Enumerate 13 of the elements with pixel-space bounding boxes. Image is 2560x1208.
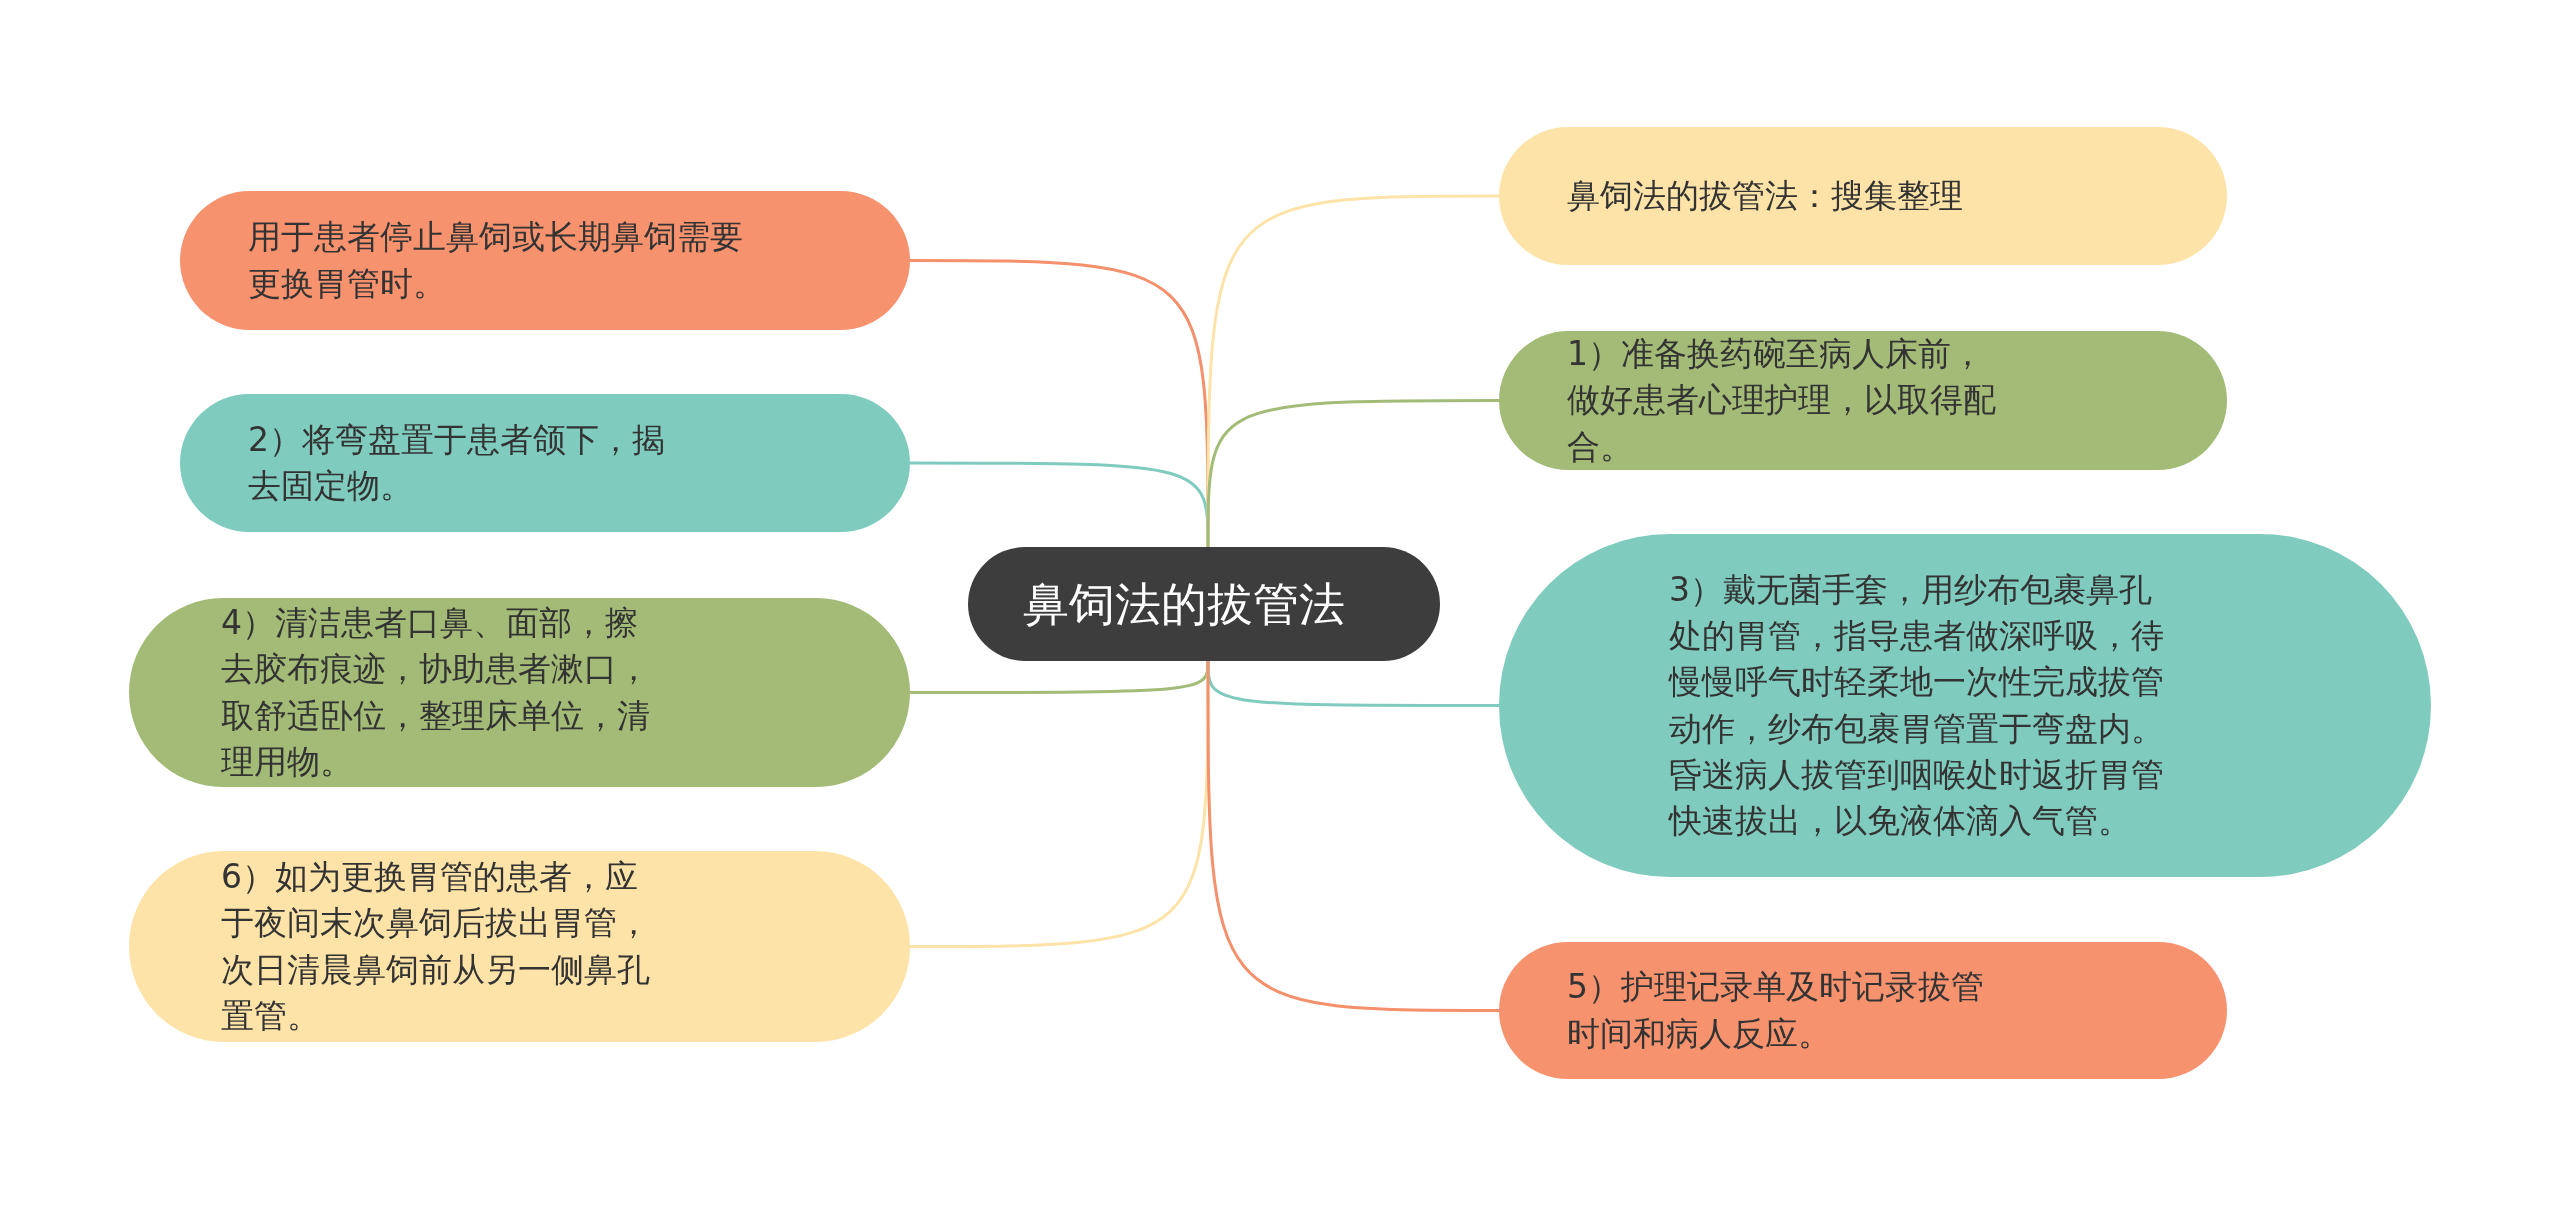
connector-line (910, 661, 1210, 948)
topic-text: 3）戴无菌手套，用纱布包裹鼻孔处的胃管，指导患者做深呼吸，待慢慢呼气时轻柔地一次性完成拔管动作，纱布包裹胃管置于弯盘内。昏迷病人拔管到咽喉处时返折胃管快速拔出，以免液体滴入气管。 (1669, 568, 2165, 842)
topic-text: 2）将弯盘置于患者颌下，揭去固定物。 (248, 418, 666, 507)
topic-text: 4）清洁患者口鼻、面部，擦去胶布痕迹，协助患者漱口，取舒适卧位，整理床单位，清理用物。 (221, 602, 651, 783)
topic-text: 1）准备换药碗至病人床前，做好患者心理护理，以取得配合。 (1567, 333, 1997, 468)
topic-text: 5）护理记录单及时记录拔管时间和病人反应。 (1567, 966, 1985, 1055)
connector-line (1206, 399, 1499, 547)
topic-text: 鼻饲法的拔管法 (1023, 575, 1345, 633)
topic-text: 用于患者停止鼻饲或长期鼻饲需要更换胃管时。 (248, 216, 744, 305)
topic-text: 鼻饲法的拔管法：搜集整理 (1567, 174, 1963, 217)
topic-text: 6）如为更换胃管的患者，应于夜间末次鼻饲后拔出胃管，次日清晨鼻饲前从另一侧鼻孔置管。 (221, 856, 651, 1037)
connector-line (1206, 661, 1499, 1012)
connector-line (1206, 194, 1499, 547)
